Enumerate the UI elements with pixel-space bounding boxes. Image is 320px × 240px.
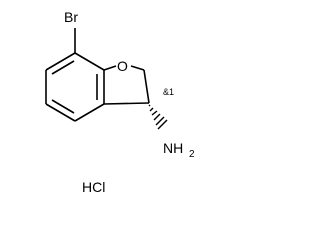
- benzene-ring: [45, 52, 105, 122]
- bond-o-c2: [130, 65, 145, 71]
- salt-label: HCl: [82, 179, 105, 195]
- amine-subscript-label: 2: [189, 149, 195, 160]
- bond-c2-c3: [143, 69, 150, 104]
- double-bond-c7-c6: [51, 60, 75, 75]
- oxygen-label: O: [117, 58, 128, 74]
- bond-c3-c3a: [103, 102, 150, 105]
- dihydrofuran-ring: [103, 65, 150, 105]
- bond-c4-c3a: [74, 103, 105, 122]
- bromine-label: Br: [64, 9, 78, 25]
- bond-c7a-c7: [74, 52, 105, 71]
- bond-c5-c4: [45, 103, 76, 122]
- stereo-flag-label: &1: [163, 87, 174, 97]
- bond-c7a-o: [103, 65, 117, 71]
- bond-c7-c6: [45, 52, 76, 71]
- double-bond-c5-c4: [51, 99, 75, 114]
- amine-label: NH: [163, 140, 183, 156]
- molecule-structure: Br O &1 NH 2 HCl: [45, 9, 195, 195]
- hashed-wedge-bond: [148, 104, 168, 130]
